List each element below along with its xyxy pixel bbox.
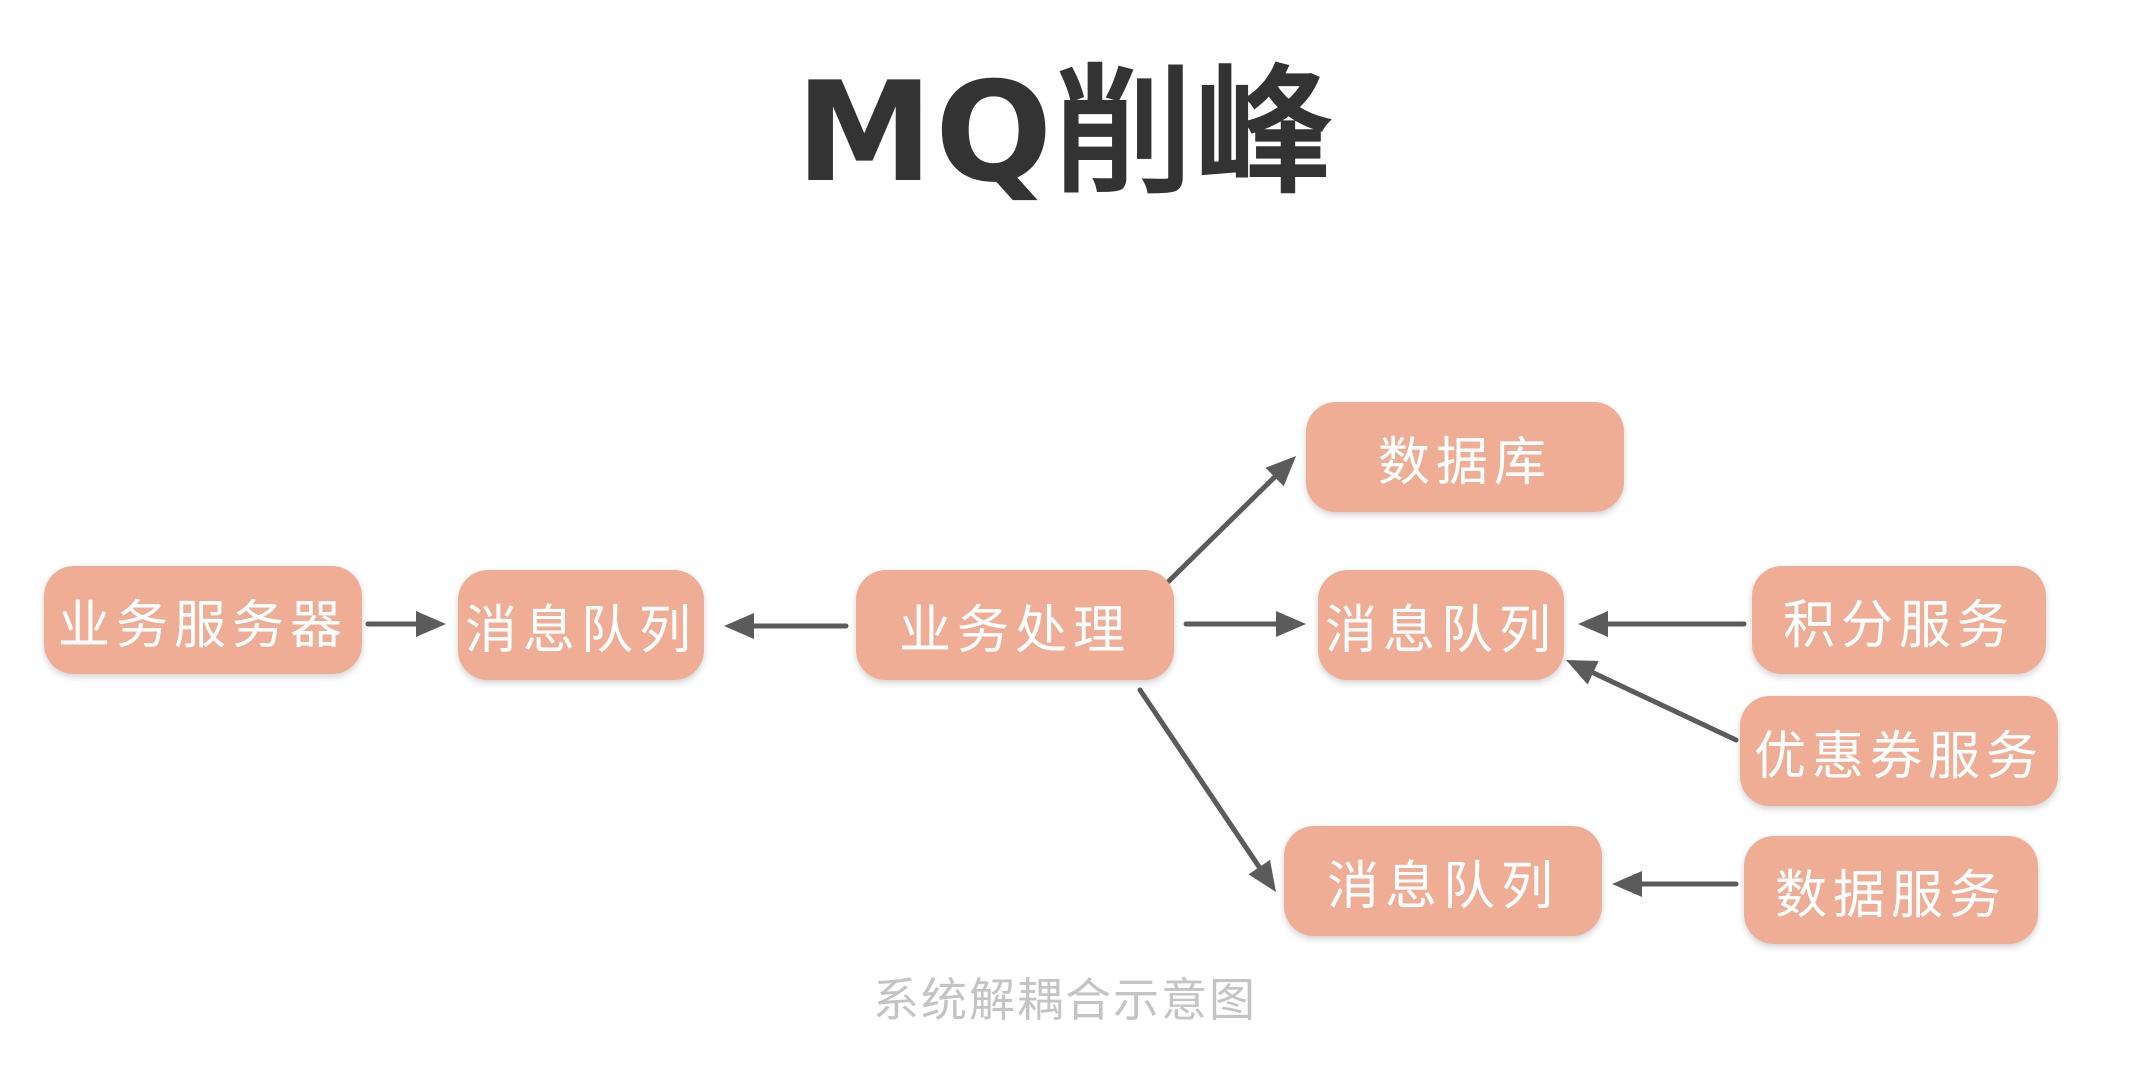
- node-business-server-label: 业务服务器: [57, 595, 348, 656]
- node-points-service-label: 积分服务: [1782, 595, 2015, 656]
- arrow-points-to-queue-middle-head: [1578, 611, 1608, 637]
- arrow-processing-to-queue-bottom: [1137, 687, 1276, 892]
- arrow-coupon-to-queue-middle-head: [1566, 660, 1599, 685]
- arrow-processing-to-queue-left-head: [724, 613, 754, 639]
- diagram-caption: 系统解耦合示意图: [873, 973, 1257, 1027]
- node-queue-bottom: 消息队列: [1284, 826, 1602, 936]
- arrow-processing-to-queue-middle: [1183, 611, 1306, 637]
- node-data-service: 数据服务: [1744, 836, 2038, 944]
- node-business-processing: 业务处理: [856, 570, 1174, 680]
- arrow-processing-to-queue-left: [724, 613, 849, 639]
- arrow-server-to-queue-left: [365, 611, 446, 637]
- arrow-processing-to-database: [1165, 456, 1296, 585]
- node-business-processing-label: 业务处理: [898, 600, 1131, 661]
- arrow-coupon-to-queue-middle: [1566, 660, 1739, 743]
- node-points-service: 积分服务: [1752, 566, 2046, 674]
- node-database: 数据库: [1306, 402, 1624, 512]
- node-queue-middle: 消息队列: [1318, 570, 1564, 680]
- node-queue-bottom-label: 消息队列: [1326, 856, 1559, 917]
- arrow-data-to-queue-bottom: [1612, 871, 1739, 897]
- node-queue-left-label: 消息队列: [464, 600, 697, 661]
- arrow-processing-to-queue-bottom-head: [1248, 859, 1276, 892]
- arrow-server-to-queue-left-head: [416, 611, 446, 637]
- page-title: MQ削峰: [795, 52, 1335, 213]
- node-business-server: 业务服务器: [44, 566, 362, 674]
- arrow-points-to-queue-middle: [1578, 611, 1747, 637]
- node-queue-middle-label: 消息队列: [1324, 600, 1557, 661]
- arrow-coupon-to-queue-middle-line: [1587, 668, 1739, 743]
- node-data-service-label: 数据服务: [1774, 865, 2007, 926]
- arrow-processing-to-queue-bottom-line: [1137, 687, 1264, 873]
- node-database-label: 数据库: [1377, 432, 1552, 493]
- node-coupon-service: 优惠券服务: [1740, 696, 2058, 806]
- arrow-processing-to-queue-middle-head: [1276, 611, 1306, 637]
- node-coupon-service-label: 优惠券服务: [1753, 726, 2044, 787]
- arrow-data-to-queue-bottom-head: [1612, 871, 1642, 897]
- arrow-processing-to-database-head: [1265, 456, 1296, 487]
- arrow-processing-to-database-line: [1165, 471, 1280, 585]
- node-queue-left: 消息队列: [458, 570, 704, 680]
